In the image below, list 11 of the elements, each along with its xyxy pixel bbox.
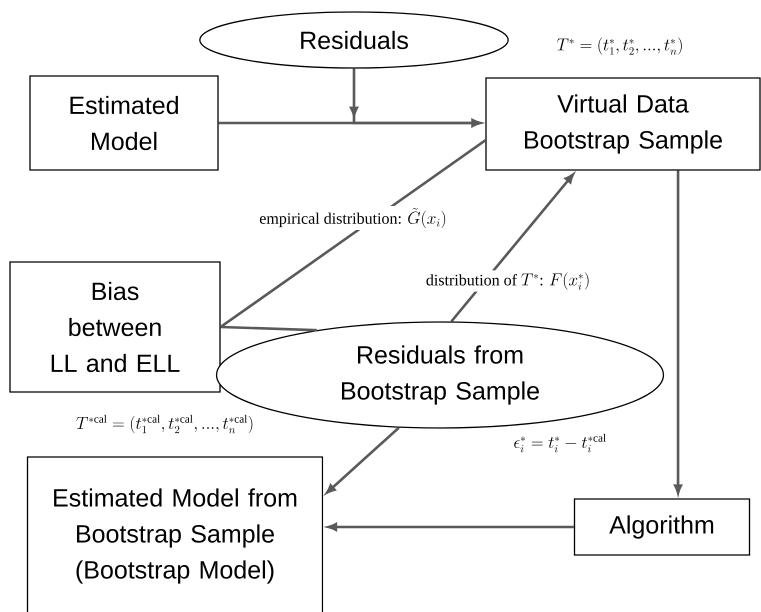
process-box: Virtual Data Bootstrap Sample: [485, 77, 761, 171]
connector-line: [220, 326, 317, 332]
process-box: Estimated Model from Bootstrap Sample (Bootstrap Model): [26, 456, 324, 612]
formula-label: $T^* = (t_1^*, t_2^*, ..., t_n^*)$: [557, 37, 682, 55]
edge-label: $\text{empirical distribution: } \tilde{G}(x_i)$: [257, 206, 449, 230]
process-box: Algorithm: [574, 498, 750, 556]
process-box: Estimated Model: [29, 75, 219, 171]
process-box: Bias between LL and ELL: [9, 261, 221, 393]
edge-label: $\text{distribution of } T^*\text{: } F(x_i^*)$: [424, 270, 592, 292]
connector-line: [220, 139, 486, 328]
arrow: [326, 426, 400, 494]
